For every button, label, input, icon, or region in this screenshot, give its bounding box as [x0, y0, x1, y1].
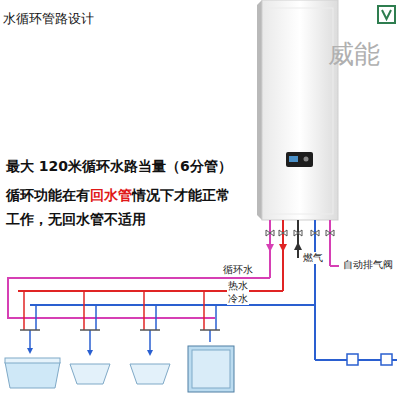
highlight-text: 回水管: [90, 187, 132, 203]
display-screen: [289, 156, 298, 162]
heater-display: [286, 152, 313, 167]
pipe-label: 冷水: [227, 293, 249, 305]
meters: [347, 354, 392, 365]
pipe-label: 燃气: [302, 252, 324, 264]
flow-arrows: [266, 242, 302, 252]
logo-mark: [382, 10, 391, 19]
page-title: 水循环管路设计: [3, 12, 94, 27]
watermark: 威能: [328, 40, 380, 70]
pipe-label: 循环水: [222, 264, 254, 276]
logo: [378, 6, 395, 23]
heater-panel: [267, 8, 333, 214]
note-block: 循环功能在有回水管情况下才能正常 工作，无回水管不适用: [6, 183, 238, 231]
heater-side: [257, 0, 262, 220]
water-heater: [262, 0, 338, 220]
note-text: 循环功能在有: [6, 187, 90, 203]
valve-label: 自动排气阀: [342, 259, 394, 271]
fixture-taps: [20, 291, 220, 352]
pipe-label: 热水: [227, 280, 249, 292]
fixtures: [5, 346, 234, 392]
note-text: 最大 120米循环水路当量（6分管）: [6, 158, 232, 174]
display-knob: [304, 157, 309, 162]
fixture-arrows: [27, 348, 153, 356]
valves: [266, 230, 334, 236]
